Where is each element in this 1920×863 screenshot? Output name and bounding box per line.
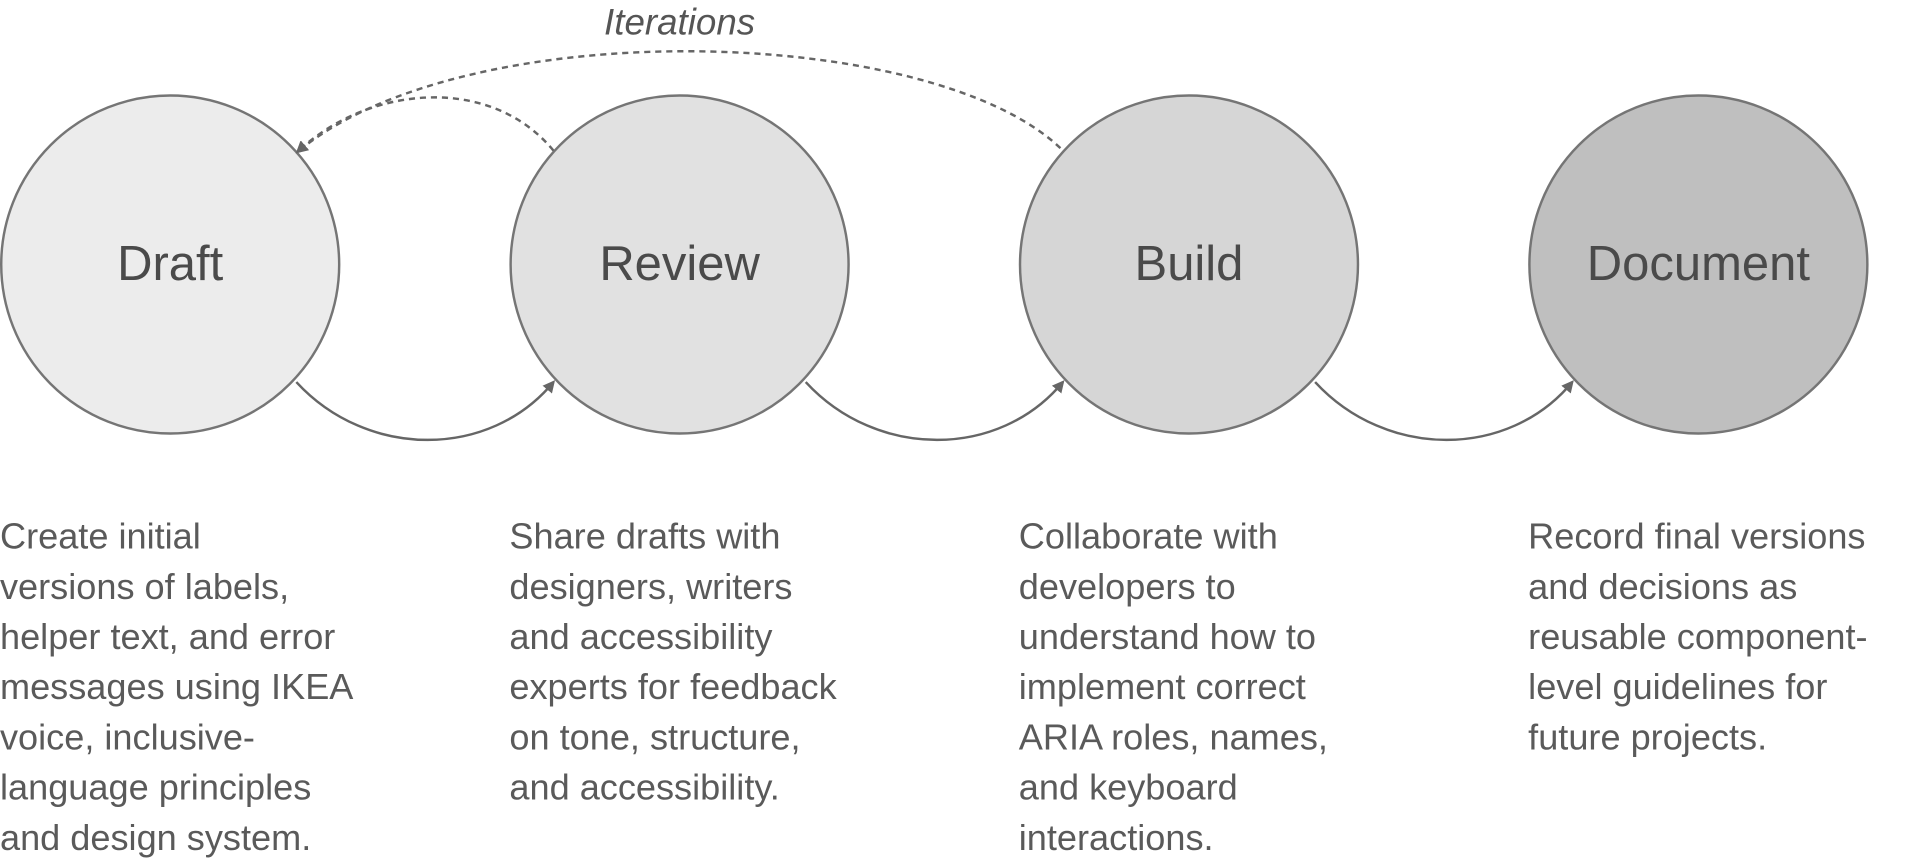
stage-description-build: Collaborate with developers to understan… (1018, 516, 1328, 859)
stage-circle-document (1528, 94, 1869, 435)
stage-description-draft: Create initial versions of labels, helpe… (0, 516, 354, 859)
arrow-review-to-build (804, 380, 1065, 441)
arrow-build-to-document (1314, 380, 1574, 441)
stage-description-document: Record final versions and decisions as r… (1528, 516, 1868, 758)
stage-circle-draft (0, 94, 341, 435)
stage-circle-build (1018, 94, 1360, 435)
stage-label-build: Build (1135, 237, 1244, 291)
iterations-label: Iterations (604, 2, 756, 43)
stage-label-review: Review (599, 237, 760, 291)
stage-description-review: Share drafts with designers, writers and… (509, 516, 837, 809)
stage-label-document: Document (1587, 237, 1811, 291)
iteration-arrow-review-to-draft (295, 96, 555, 154)
stage-circle-review (509, 94, 850, 435)
arrow-draft-to-review (295, 380, 556, 441)
stage-label-draft: Draft (117, 237, 224, 291)
iteration-arrow-build-to-draft (295, 50, 1062, 154)
